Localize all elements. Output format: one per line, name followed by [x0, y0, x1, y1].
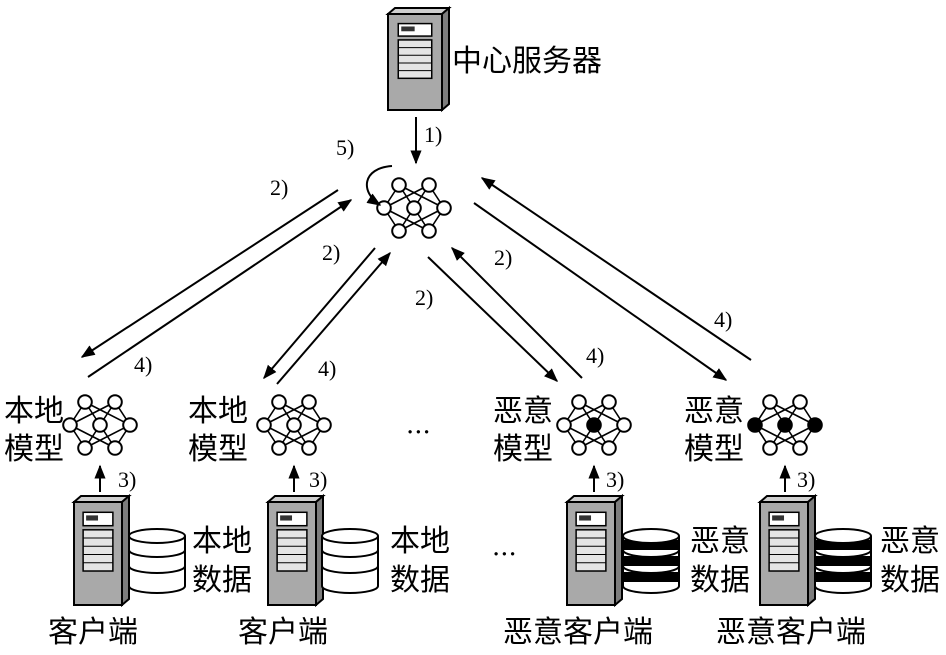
- malicious-model-label-1b: 模型: [493, 432, 553, 467]
- malicious-data-label-1: 恶意: [690, 524, 750, 559]
- central-server-label: 中心服务器: [452, 44, 602, 79]
- step-3-label: 3): [606, 467, 624, 492]
- arrow-global-to-client1: [80, 189, 339, 358]
- local-data-label-1: 本地: [192, 524, 252, 559]
- client-server-icon: [265, 493, 326, 608]
- malicious-client-server-icon: [757, 493, 818, 608]
- arrow-client2-to-global: [276, 251, 391, 385]
- local-data-label-2: 本地: [390, 524, 450, 559]
- step-4-label: 4): [134, 352, 152, 377]
- step-2-label: 2): [415, 285, 433, 310]
- local-database-icon: [128, 528, 186, 594]
- step-2-label: 2): [322, 240, 340, 265]
- client-ellipsis: ···: [492, 540, 517, 570]
- client-label-1: 客户端: [48, 615, 138, 650]
- arrow-global-to-client4: [473, 202, 728, 381]
- step-2-label: 2): [270, 175, 288, 200]
- arrow-global-to-client2: [263, 247, 376, 380]
- step-4-label: 4): [586, 343, 604, 368]
- local-model-label-1b: 模型: [4, 432, 64, 467]
- step-5-label: 5): [336, 135, 354, 160]
- local-model-label-2b: 模型: [188, 432, 248, 467]
- malicious-database-icon: [622, 528, 680, 594]
- malicious-data-label-2: 恶意: [880, 524, 940, 559]
- malicious-client-label-1: 恶意客户端: [503, 615, 653, 650]
- step-2-label: 2): [494, 245, 512, 270]
- global-model-network-icon: [376, 177, 452, 239]
- step-3-label: 3): [309, 467, 327, 492]
- client-server-icon: [71, 493, 132, 608]
- central-server-icon: [385, 5, 452, 113]
- malicious-model-label-2: 恶意: [684, 394, 744, 429]
- local-model-network-icon: [62, 394, 138, 456]
- arrow-client1-to-global: [87, 199, 353, 378]
- malicious-model-label-1: 恶意: [493, 394, 553, 429]
- local-data-label-1b: 数据: [192, 563, 252, 598]
- arrow-global-to-client3: [427, 256, 559, 382]
- malicious-client-label-2: 恶意客户端: [716, 615, 866, 650]
- step-3-label: 3): [118, 467, 136, 492]
- global-model-icon: [376, 177, 452, 239]
- arrow-client4-to-global: [480, 177, 752, 361]
- malicious-model-label-2b: 模型: [684, 432, 744, 467]
- malicious-model-network-icon: [556, 394, 632, 456]
- step-4-label: 4): [714, 307, 732, 332]
- local-data-label-2b: 数据: [390, 563, 450, 598]
- arrow-client3-to-global: [451, 247, 583, 379]
- arrows: [80, 117, 791, 492]
- step-3-label: 3): [797, 467, 815, 492]
- malicious-client-server-icon: [564, 493, 625, 608]
- arrow-aggregate-loop: [365, 165, 393, 206]
- model-ellipsis: ···: [406, 418, 431, 448]
- malicious-data-label-1b: 数据: [690, 563, 750, 598]
- client-label-2: 客户端: [238, 615, 328, 650]
- local-model-network-icon: [256, 394, 332, 456]
- malicious-model-network-icon: [747, 394, 823, 456]
- step-1-label: 1): [424, 122, 442, 147]
- malicious-database-icon: [814, 528, 872, 594]
- server-icon: [385, 5, 452, 113]
- step-4-label: 4): [318, 356, 336, 381]
- local-model-label-1: 本地: [4, 394, 64, 429]
- malicious-data-label-2b: 数据: [880, 563, 940, 598]
- clients: [62, 394, 872, 608]
- local-model-label-2: 本地: [188, 394, 248, 429]
- local-database-icon: [321, 528, 379, 594]
